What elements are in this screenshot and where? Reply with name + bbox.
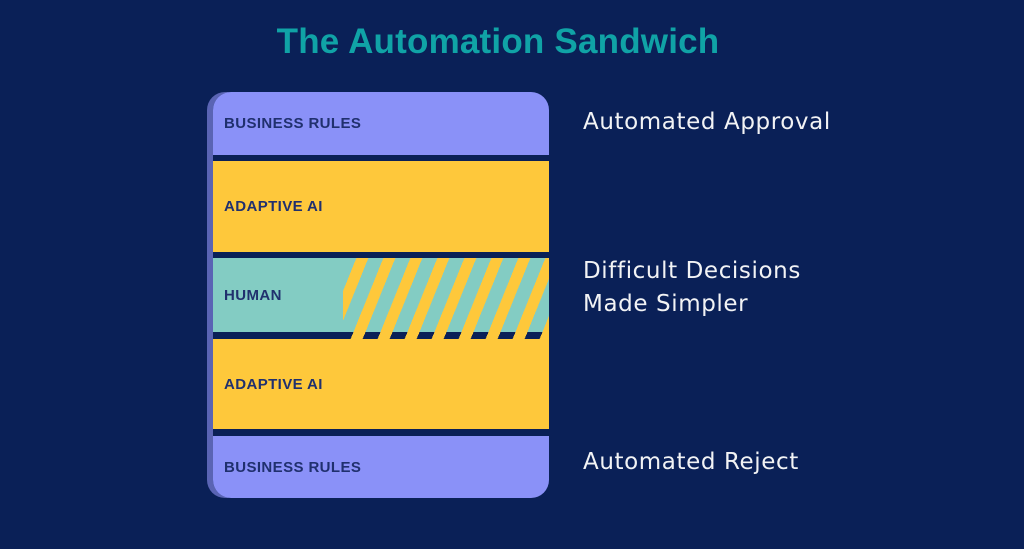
annotation-difficult-decisions: Difficult Decisions Made Simpler bbox=[583, 255, 801, 321]
diagonal-stripes-pattern bbox=[343, 258, 549, 339]
layer-adaptive-ai-bottom: ADAPTIVE AI bbox=[213, 339, 549, 429]
annotation-line: Automated Reject bbox=[583, 449, 799, 475]
human-stripes-region bbox=[343, 258, 549, 339]
annotation-line: Difficult Decisions bbox=[583, 258, 801, 284]
layer-human: HUMAN bbox=[213, 258, 549, 339]
sandwich-stack: BUSINESS RULES ADAPTIVE AI HUMAN ADAPTIV… bbox=[213, 92, 549, 498]
layer-adaptive-ai-top: ADAPTIVE AI bbox=[213, 161, 549, 252]
layer-business-rules-bottom: BUSINESS RULES bbox=[213, 436, 549, 498]
annotation-automated-reject: Automated Reject bbox=[583, 446, 799, 479]
layer-business-rules-top: BUSINESS RULES bbox=[213, 92, 549, 155]
layer-label-adaptive-ai-top: ADAPTIVE AI bbox=[224, 198, 323, 215]
annotation-line: Automated Approval bbox=[583, 109, 831, 135]
layer-label-adaptive-ai-bottom: ADAPTIVE AI bbox=[224, 375, 323, 393]
layer-label-business-rules-bottom: BUSINESS RULES bbox=[224, 458, 362, 476]
layer-label-human: HUMAN bbox=[224, 286, 282, 304]
annotation-automated-approval: Automated Approval bbox=[583, 106, 831, 139]
page-title: The Automation Sandwich bbox=[276, 22, 720, 61]
layer-label-business-rules-top: BUSINESS RULES bbox=[224, 115, 362, 132]
annotation-line: Made Simpler bbox=[583, 291, 749, 317]
